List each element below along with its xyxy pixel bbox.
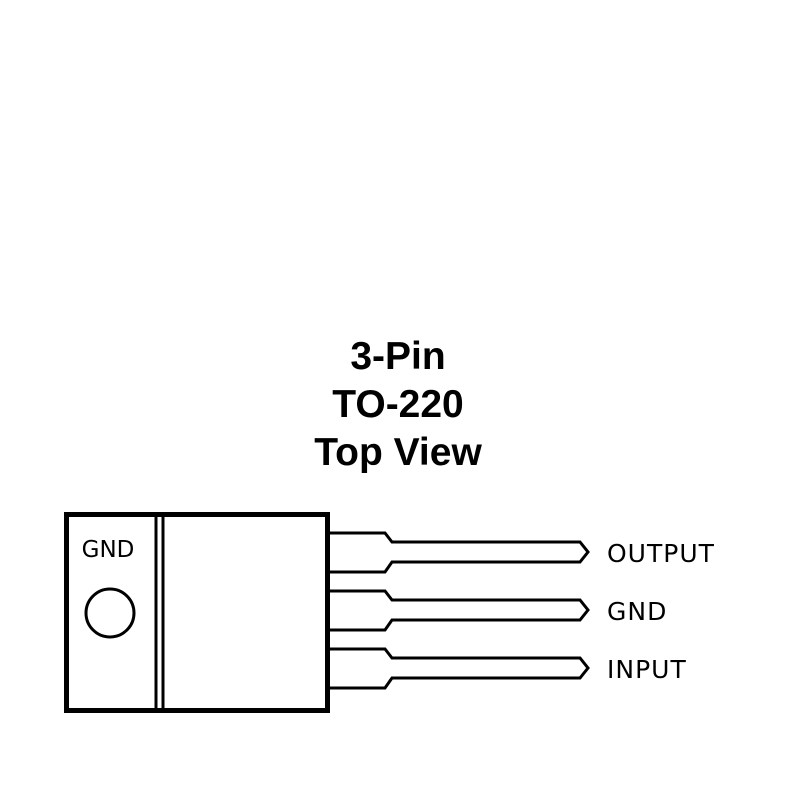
title-line-2: TO-220 xyxy=(332,383,464,426)
pin-label-output: OUTPUT xyxy=(607,539,715,568)
pin-output: OUTPUT xyxy=(330,531,715,574)
title-line-3: Top View xyxy=(314,431,482,474)
tab-gnd-label: GND xyxy=(82,537,135,563)
pin-lead xyxy=(330,647,590,690)
pin-label-input: INPUT xyxy=(607,655,687,684)
mounting-hole xyxy=(84,587,136,639)
pin-gnd: GND xyxy=(330,589,667,632)
pin-label-gnd: GND xyxy=(607,597,667,626)
title-line-1: 3-Pin xyxy=(350,335,445,378)
package-body: GND xyxy=(64,512,330,713)
pin-lead xyxy=(330,531,590,574)
pin-input: INPUT xyxy=(330,647,687,690)
pin-lead xyxy=(330,589,590,632)
package-outline xyxy=(64,512,330,713)
